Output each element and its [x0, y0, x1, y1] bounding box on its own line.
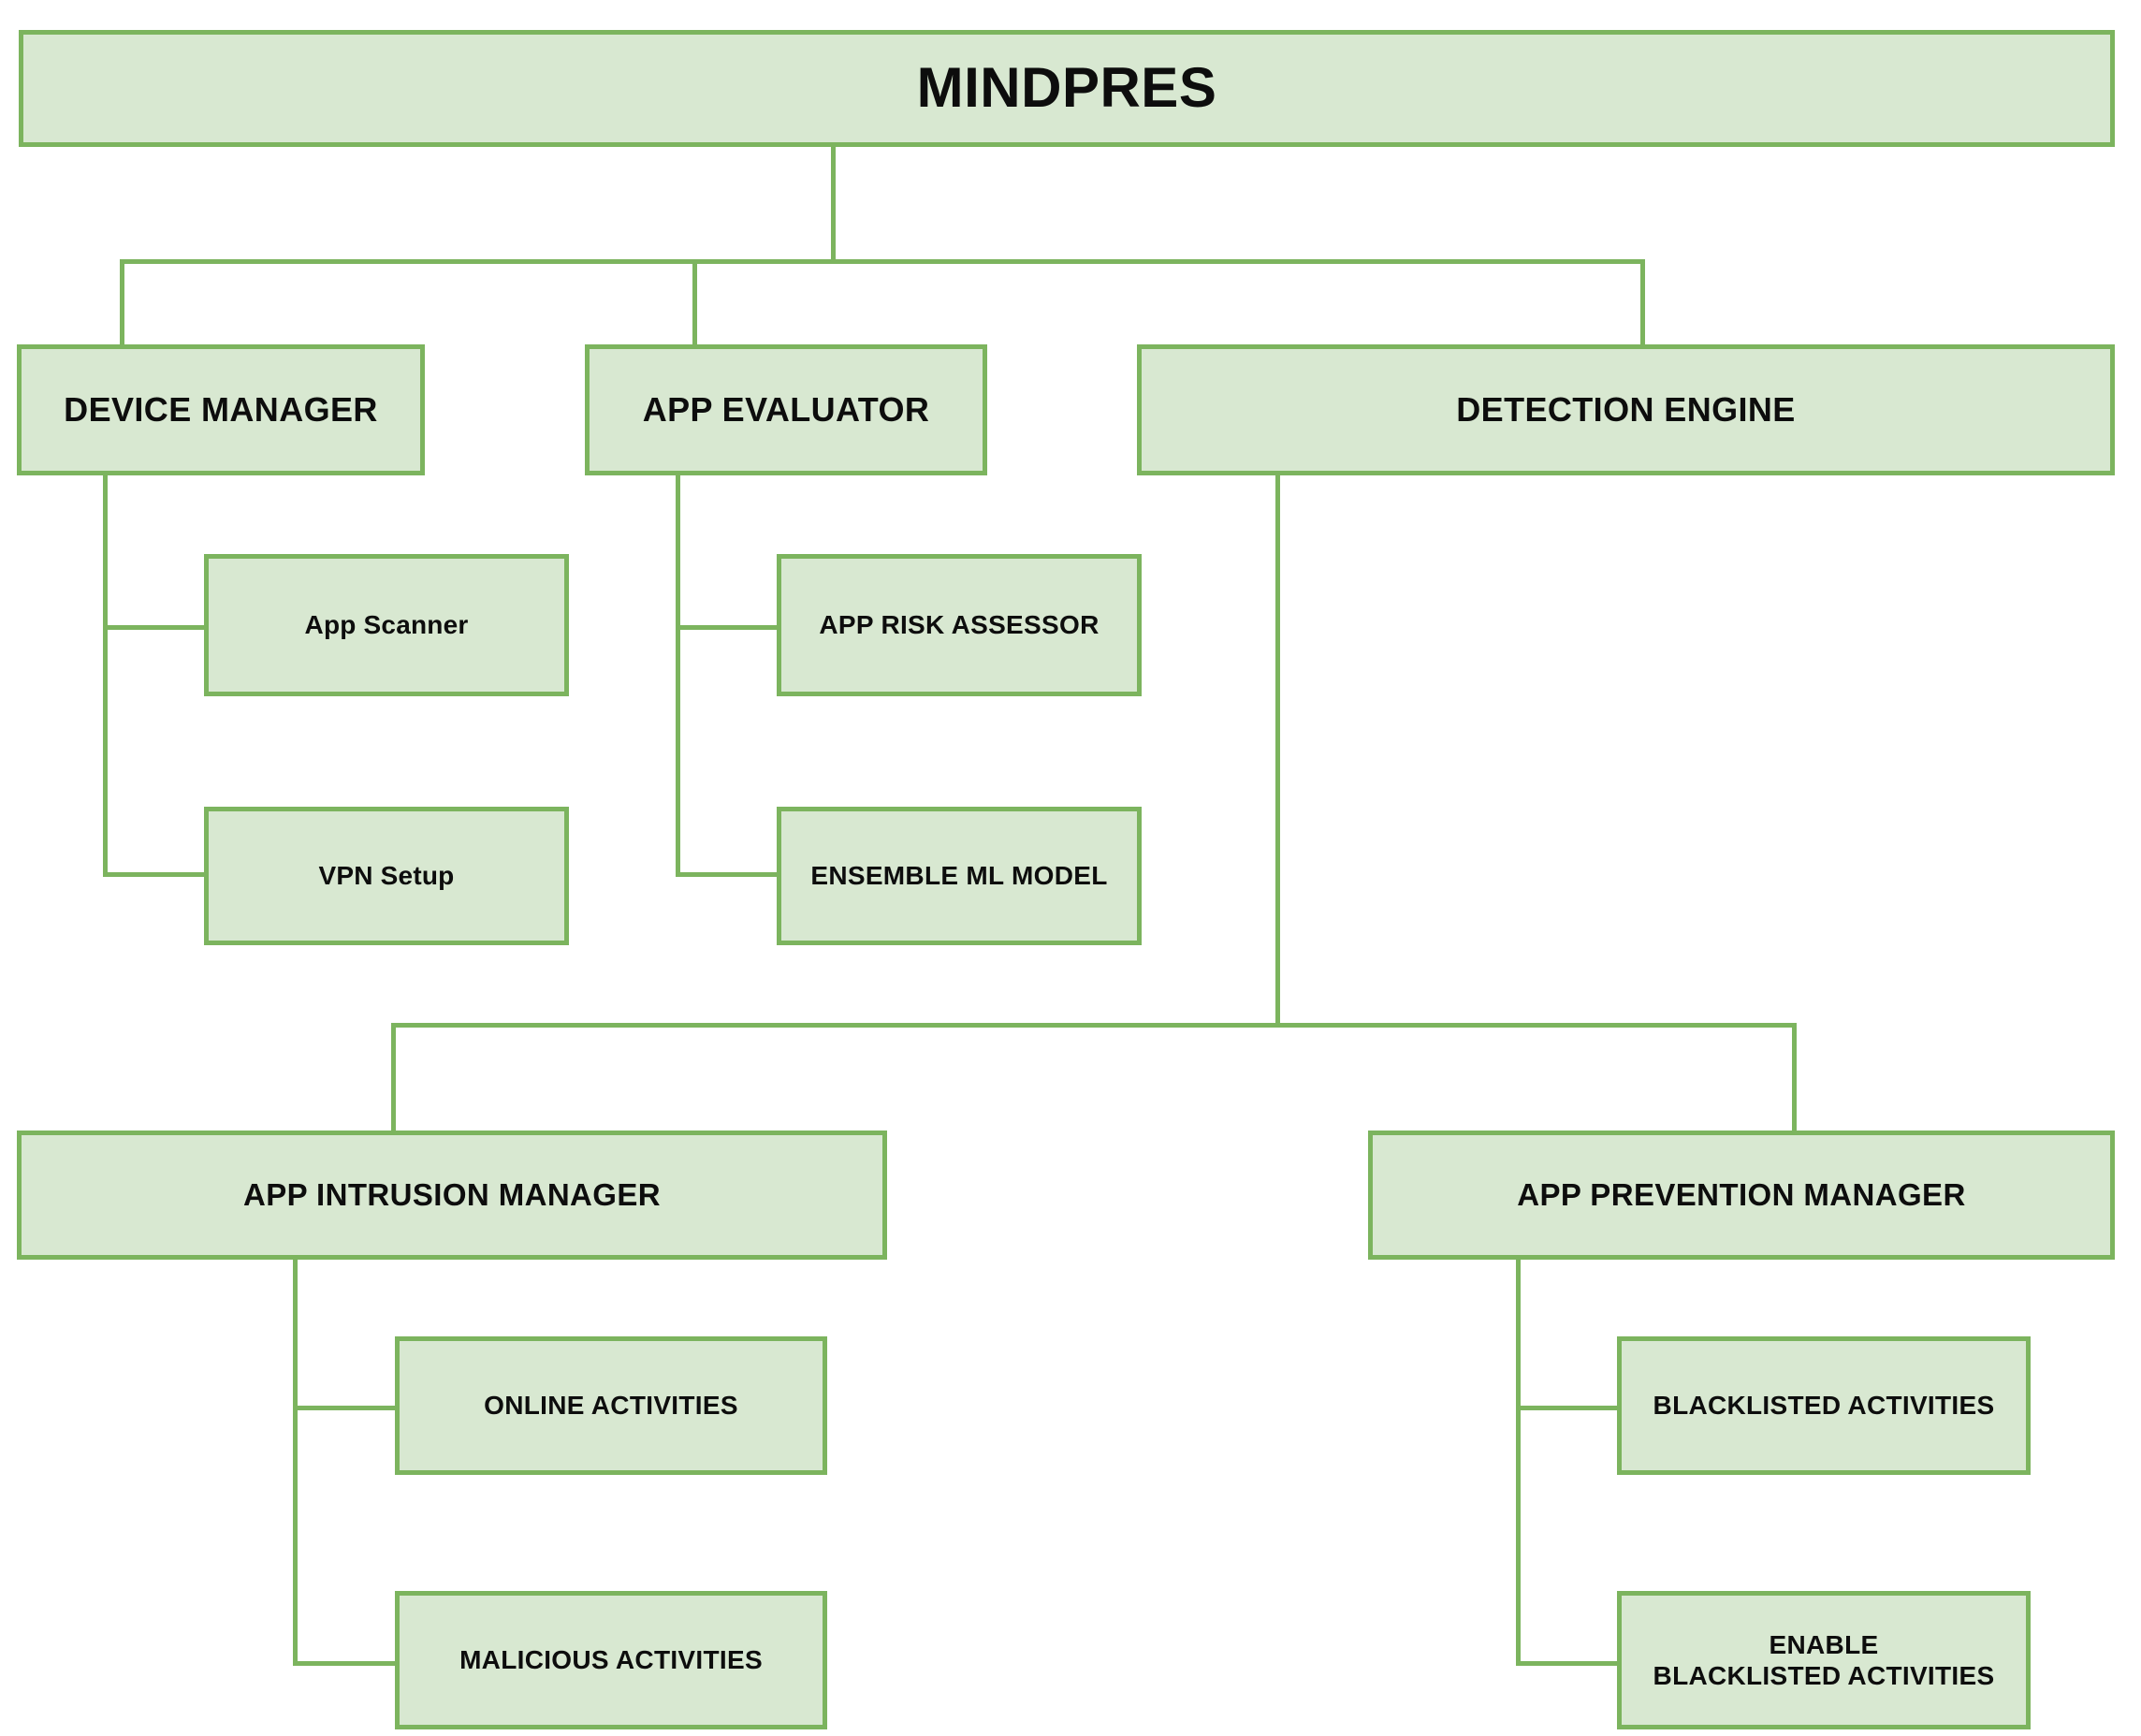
- node-label: APP PREVENTION MANAGER: [1517, 1176, 1966, 1212]
- node-detection-engine[interactable]: DETECTION ENGINE: [1137, 344, 2115, 475]
- node-label: ENABLE BLACKLISTED ACTIVITIES: [1653, 1629, 1995, 1690]
- node-label: ONLINE ACTIVITIES: [484, 1391, 738, 1421]
- node-malicious-activities[interactable]: MALICIOUS ACTIVITIES: [395, 1591, 827, 1729]
- connector-bus-to-app-evaluator: [692, 259, 697, 346]
- node-label: MINDPRES: [916, 56, 1217, 120]
- node-ensemble-ml-model[interactable]: ENSEMBLE ML MODEL: [777, 807, 1142, 945]
- node-app-evaluator[interactable]: APP EVALUATOR: [585, 344, 987, 475]
- node-app-scanner[interactable]: App Scanner: [204, 554, 569, 696]
- connector-app-evaluator-to-ensemble-model: [676, 872, 779, 877]
- node-label: ENSEMBLE ML MODEL: [810, 861, 1108, 891]
- node-device-manager[interactable]: DEVICE MANAGER: [17, 344, 425, 475]
- node-label: MALICIOUS ACTIVITIES: [459, 1645, 763, 1675]
- connector-level2-bus: [120, 259, 1645, 264]
- connector-intrusion-to-online-activities: [293, 1406, 396, 1410]
- connector-app-prevention-manager-spine: [1516, 1257, 1521, 1664]
- node-mindpres[interactable]: MINDPRES: [19, 30, 2115, 147]
- connector-app-evaluator-to-risk-assessor: [676, 625, 779, 630]
- node-app-risk-assessor[interactable]: APP RISK ASSESSOR: [777, 554, 1142, 696]
- node-app-intrusion-manager[interactable]: APP INTRUSION MANAGER: [17, 1131, 887, 1260]
- node-label: App Scanner: [304, 610, 469, 640]
- node-blacklisted-activities[interactable]: BLACKLISTED ACTIVITIES: [1617, 1336, 2031, 1475]
- connector-detection-engine-stem: [1275, 473, 1280, 1027]
- node-label: DEVICE MANAGER: [64, 389, 378, 429]
- connector-device-manager-spine: [103, 473, 108, 877]
- connector-bus-to-app-intrusion-manager: [391, 1023, 396, 1133]
- connector-intrusion-to-malicious-activities: [293, 1661, 396, 1666]
- node-label: BLACKLISTED ACTIVITIES: [1653, 1391, 1995, 1421]
- node-online-activities[interactable]: ONLINE ACTIVITIES: [395, 1336, 827, 1475]
- connector-prevention-to-blacklisted-activities: [1516, 1406, 1619, 1410]
- connector-bus-to-detection-engine: [1640, 259, 1645, 346]
- node-enable-blacklisted-activities[interactable]: ENABLE BLACKLISTED ACTIVITIES: [1617, 1591, 2031, 1729]
- node-label: APP INTRUSION MANAGER: [243, 1176, 661, 1212]
- connector-bus-to-app-prevention-manager: [1792, 1023, 1797, 1133]
- connector-bus-to-device-manager: [120, 259, 124, 346]
- node-app-prevention-manager[interactable]: APP PREVENTION MANAGER: [1368, 1131, 2115, 1260]
- connector-app-evaluator-spine: [676, 473, 680, 877]
- connector-root-stem: [831, 145, 836, 262]
- connector-device-manager-to-vpn-setup: [103, 872, 206, 877]
- connector-app-intrusion-manager-spine: [293, 1257, 298, 1664]
- connector-prevention-to-enable-blacklisted: [1516, 1661, 1619, 1666]
- node-label: APP RISK ASSESSOR: [819, 610, 1100, 640]
- connector-level4-bus: [391, 1023, 1797, 1028]
- node-vpn-setup[interactable]: VPN Setup: [204, 807, 569, 945]
- connector-device-manager-to-app-scanner: [103, 625, 206, 630]
- node-label: VPN Setup: [318, 861, 455, 891]
- node-label: APP EVALUATOR: [642, 389, 930, 429]
- node-label: DETECTION ENGINE: [1456, 389, 1796, 429]
